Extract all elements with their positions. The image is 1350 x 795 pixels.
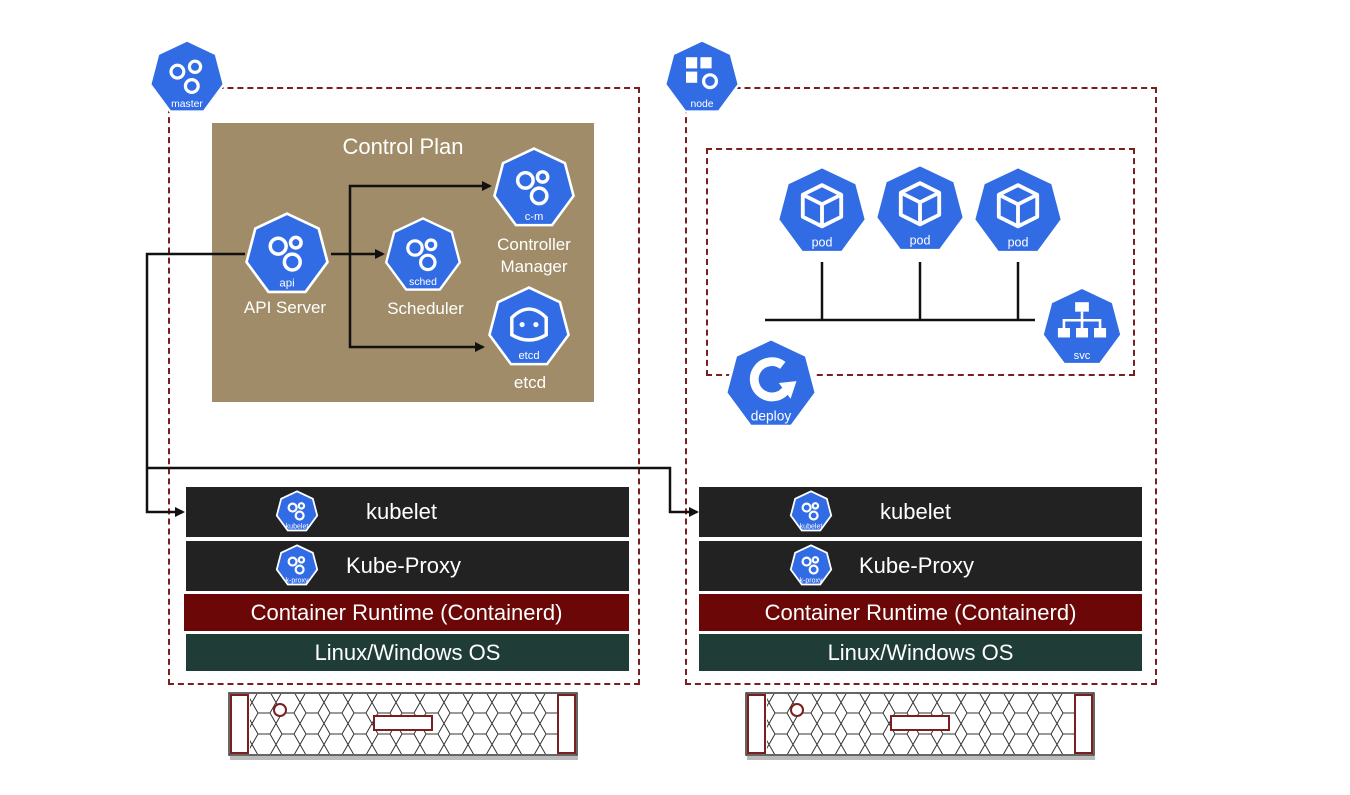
node-frame xyxy=(685,87,1157,685)
network-tree-icon[interactable]: svc xyxy=(1037,285,1127,371)
scheduler-badge-text: sched xyxy=(409,277,437,288)
scheduler-label: Scheduler xyxy=(387,299,464,318)
api-server-label: API Server xyxy=(243,298,327,317)
pod-badge-text-1: pod xyxy=(812,236,833,250)
node-kubelet-badge-text: kubelet xyxy=(800,523,823,530)
master-os-bar: Linux/Windows OS xyxy=(186,634,629,671)
node-badge-text: node xyxy=(690,99,713,110)
node-kubelet-icon: kubelet xyxy=(788,490,834,534)
node-cubes-icon: node xyxy=(662,38,742,118)
api-to-master-kubelet-arrow xyxy=(145,252,245,517)
deploy-badge-text: deploy xyxy=(751,408,792,423)
pod-cube-icon-1[interactable]: pod xyxy=(774,164,870,260)
pod-badge-text-2: pod xyxy=(910,234,931,248)
master-kubelet-icon: kubelet xyxy=(274,490,320,534)
master-kube-proxy-label: Kube-Proxy xyxy=(346,553,461,578)
controller-manager-label-2: Manager xyxy=(500,257,568,276)
master-server-rack-icon xyxy=(228,692,580,762)
etcd-badge-text: etcd xyxy=(518,350,539,362)
api-to-etcd-arrow xyxy=(348,254,485,352)
master-kube-proxy-badge-text: k-proxy xyxy=(285,577,309,584)
master-kube-proxy-bar xyxy=(186,541,629,591)
master-kubelet-label: kubelet xyxy=(366,499,437,524)
node-runtime-bar: Container Runtime (Containerd) xyxy=(699,594,1142,631)
node-server-rack-icon xyxy=(745,692,1097,762)
etcd-label: etcd xyxy=(513,373,547,392)
master-kubelet-badge-text: kubelet xyxy=(286,523,309,530)
pod-cube-icon-2[interactable]: pod xyxy=(872,162,968,258)
master-runtime-bar: Container Runtime (Containerd) xyxy=(184,594,629,631)
node-kube-proxy-bar xyxy=(699,541,1142,591)
node-kubelet-label: kubelet xyxy=(880,499,951,524)
control-plane-title: Control Plan xyxy=(342,134,464,159)
refresh-arrow-icon[interactable]: deploy xyxy=(721,336,821,434)
pod-badge-text-3: pod xyxy=(1008,236,1029,250)
svc-badge-text: svc xyxy=(1074,350,1091,362)
api-to-controller-arrow xyxy=(348,181,492,254)
master-kubelet-bar xyxy=(186,487,629,537)
node-kube-proxy-badge-text: k-proxy xyxy=(799,577,823,584)
pods-group-frame xyxy=(706,148,1135,376)
controller-badge-text: c-m xyxy=(525,211,544,223)
node-os-bar: Linux/Windows OS xyxy=(699,634,1142,671)
api-server-icon[interactable]: api xyxy=(242,211,332,299)
pod-cube-icon-3[interactable]: pod xyxy=(970,164,1066,260)
etcd-robot-icon[interactable]: etcd xyxy=(485,285,573,371)
node-kube-proxy-icon: k-proxy xyxy=(788,544,834,588)
master-badge-text: master xyxy=(171,99,203,110)
api-badge-text: api xyxy=(279,278,294,290)
scheduler-icon[interactable]: sched xyxy=(383,216,463,296)
controller-manager-icon[interactable]: c-m xyxy=(490,146,578,232)
node-kube-proxy-label: Kube-Proxy xyxy=(859,553,974,578)
master-kube-proxy-icon: k-proxy xyxy=(274,544,320,588)
master-gear-icon: master xyxy=(147,38,227,118)
api-to-node-kubelet-arrow xyxy=(147,466,699,517)
controller-manager-label-1: Controller xyxy=(497,235,571,254)
node-kubelet-bar xyxy=(699,487,1142,537)
master-frame xyxy=(168,87,640,685)
